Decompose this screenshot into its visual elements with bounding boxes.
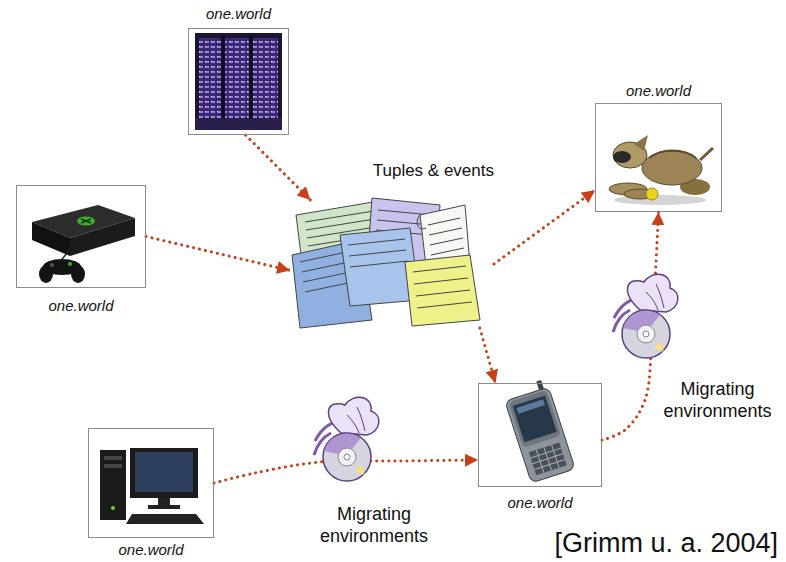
server-rack-photo-part [253,38,278,126]
game-console-photo-part [50,263,54,267]
platform-label: one.world [595,81,722,101]
pda-photo-part [508,390,561,448]
dotted-arrow [146,237,290,271]
pda-photo-part [529,442,567,475]
server-rack-photo-part [249,36,253,128]
server-rack-photo-part [195,118,282,130]
pda-photo-part [513,396,557,443]
device-frame [478,383,602,487]
game-console-photo-part [81,219,91,223]
game-console-photo-part [77,217,95,226]
pda-photo-part [529,442,567,475]
pda-photo-part [505,387,575,483]
desktop-pc-photo-part [148,505,180,509]
desktop-pc-photo-part [111,506,115,510]
pda-photo-part [516,399,544,413]
desktop-pc-photo-part [126,514,204,524]
game-console-photo-part [71,265,85,283]
server-rack-photo-part [195,33,282,130]
desktop-pc-photo-part [158,498,170,506]
device-frame [16,185,146,288]
server-rack-photo-part [221,36,225,128]
robot-dog-photo-part [642,151,702,185]
pda-node: one.world [478,383,602,513]
citation: [Grimm u. a. 2004] [554,528,778,559]
tuple-papers-picture [292,198,480,328]
game-console-photo [32,205,135,283]
robot-dog-node: one.world [595,81,722,212]
game-console-photo-part [32,222,70,256]
migration-label: Migrating environments [655,378,780,422]
robot-dog-photo-part [700,148,713,160]
device-frame [188,28,289,135]
tuple-papers-picture-part [348,239,408,267]
edge-label-box: Migrating environments [655,378,780,422]
platform-label: one.world [478,493,602,513]
edge-label-box: Migrating environments [309,503,439,547]
desktop-pc-photo-part [104,464,122,468]
platform-label: one.world [16,296,146,316]
robot-dog-photo-part [646,188,658,200]
citation-box: [Grimm u. a. 2004] [554,528,778,559]
device-frame [88,428,214,538]
console-node: one.world [16,185,146,316]
game-console-photo-part [68,262,72,266]
tuple-papers-picture-part [413,266,472,308]
robot-dog-photo-part [650,151,696,159]
desktop-pc-photo-part [130,448,198,498]
dotted-arrow [494,190,595,264]
pc-node: one.world [88,428,214,560]
pda-photo [502,378,575,483]
space-label: Tuples & events [290,160,494,181]
dotted-arrow [246,135,311,200]
robot-dog-photo-part [613,151,631,163]
migration-label: Migrating environments [309,503,439,547]
winged-disc-icon [613,274,678,358]
platform-label: one.world [188,4,289,24]
server-rack-photo [195,33,282,130]
tuple-papers-picture-part [405,255,480,326]
paper-pile-area [290,200,494,328]
platform-label: one.world [88,540,214,560]
desktop-pc-photo [100,448,204,524]
game-console-photo-part [39,265,53,283]
winged-disc-icon [314,397,379,481]
server-rack-photo-part [225,38,249,126]
tuple-space-node: Tuples & events [290,160,494,328]
dotted-arrow [480,328,496,383]
robot-dog-photo-part [634,135,648,151]
device-frame [595,103,722,212]
desktop-pc-photo-part [104,456,122,460]
robot-dog-photo [609,135,713,205]
desktop-pc-photo-part [100,450,126,520]
desktop-pc-photo-part [135,452,193,492]
server-rack-photo-part [199,38,221,126]
server-node: one.world [188,4,289,135]
